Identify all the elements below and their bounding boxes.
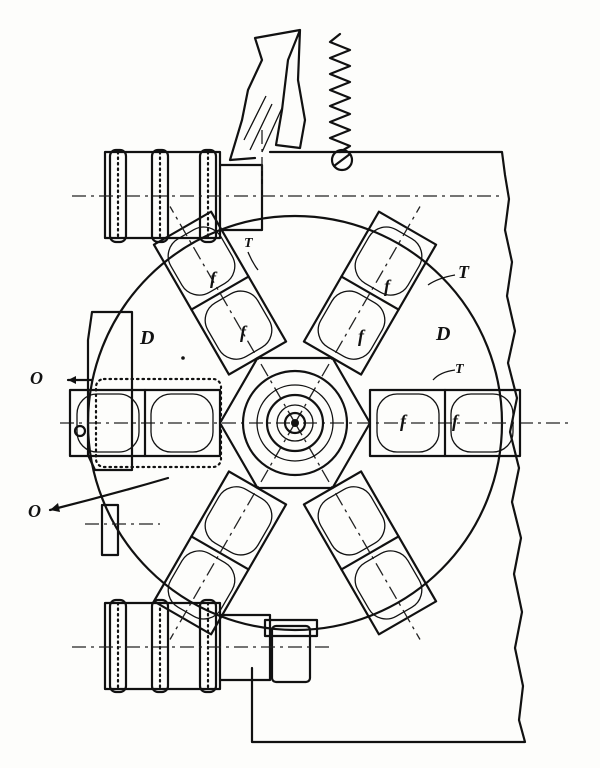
- radial-cells: [68, 206, 522, 640]
- hub-spindle: [283, 411, 307, 435]
- label-o-bottom: O: [28, 501, 41, 521]
- hub-outer-ring: [241, 369, 349, 477]
- cell-pair-upper-left: [152, 210, 288, 376]
- label-t-upper-left: T: [244, 236, 254, 251]
- central-hexagon: [218, 356, 372, 490]
- housing-frame: [250, 150, 527, 744]
- displaced-cell-outline: [94, 377, 223, 469]
- label-o-top: O: [30, 368, 43, 388]
- spring-pivot-screw: [330, 148, 354, 172]
- cell-pair-upper-right: [302, 210, 438, 376]
- label-d-left: D: [139, 327, 154, 349]
- outlet-arrow-bottom: [48, 476, 170, 512]
- lower-left-drum: [103, 598, 272, 694]
- bracket-hatch: [243, 95, 283, 153]
- cell-pair-lower-left: [152, 470, 288, 636]
- label-f-6: f: [452, 411, 460, 431]
- label-f-5: f: [400, 411, 408, 431]
- label-f-2: f: [240, 322, 248, 342]
- label-f-4: f: [358, 326, 366, 346]
- label-t-right: T: [455, 362, 465, 377]
- label-f-1: f: [210, 268, 218, 288]
- label-t-upper-right: T: [458, 262, 470, 282]
- bottom-block: [270, 624, 312, 684]
- label-d-right: D: [435, 323, 450, 345]
- label-f-3: f: [384, 276, 392, 296]
- top-bracket: [228, 28, 307, 162]
- coil-spring: [328, 32, 352, 154]
- cell-pair-lower-right: [302, 470, 438, 636]
